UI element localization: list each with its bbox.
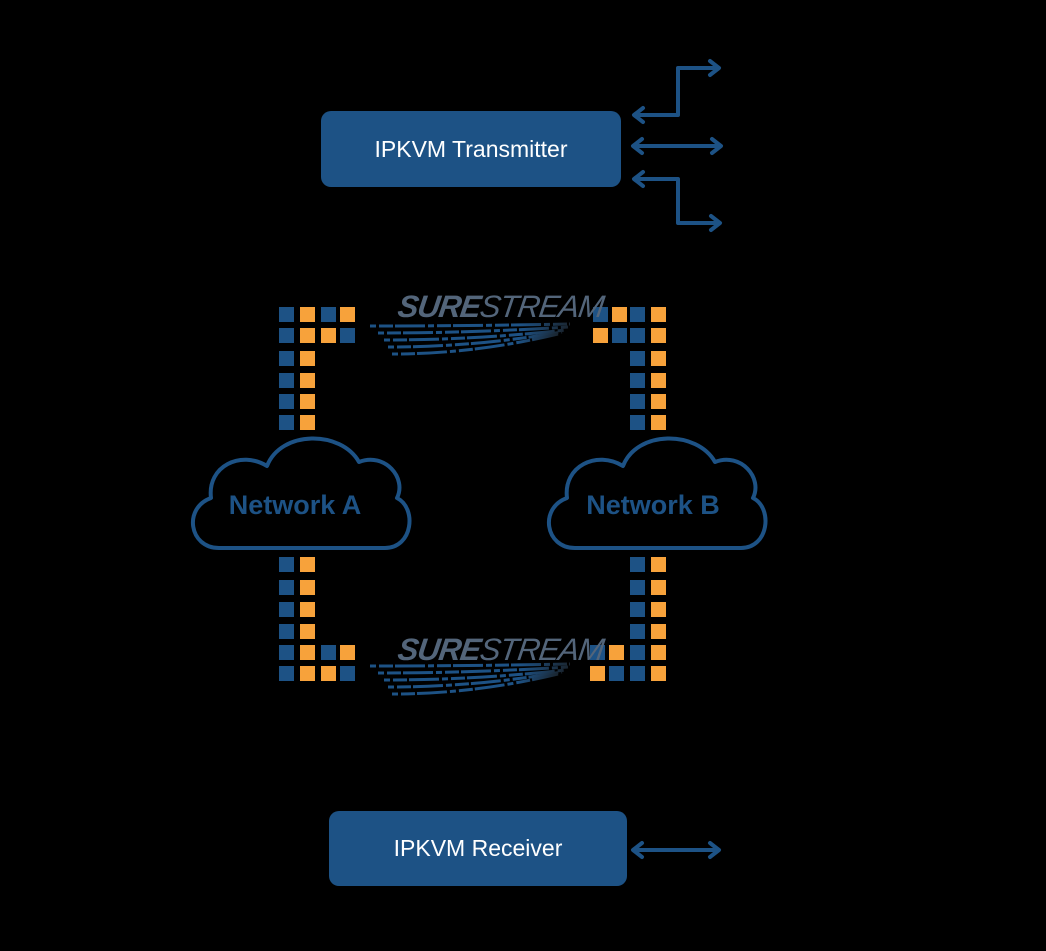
ipkvm-receiver-label: IPKVM Receiver (393, 835, 563, 861)
stream-streak (369, 322, 571, 328)
packet-block (612, 328, 627, 343)
stream-streak (387, 330, 563, 349)
packet-block (630, 394, 645, 409)
packet-block (279, 373, 294, 388)
packet-block (300, 373, 315, 388)
packet-block (630, 373, 645, 388)
packet-block (593, 328, 608, 343)
io-arrow-bottom-head-left (632, 170, 645, 188)
packet-block (651, 394, 666, 409)
cloud-network-a (190, 436, 412, 550)
io-arrow-bottom-head-right (709, 214, 722, 232)
stream-streak (391, 672, 559, 696)
stream-streak (377, 665, 569, 675)
packet-block (630, 645, 645, 660)
packet-block (279, 307, 294, 322)
packet-block (630, 557, 645, 572)
surestream-streaks-bottom (369, 662, 571, 696)
packet-block (590, 645, 605, 660)
packet-block (651, 666, 666, 681)
packet-block (630, 580, 645, 595)
packet-block (609, 666, 624, 681)
packet-block (651, 373, 666, 388)
packet-block (279, 624, 294, 639)
io-arrow-middle-head-left (631, 137, 644, 155)
cloud-network-b (546, 436, 768, 550)
packet-block (340, 307, 355, 322)
packet-block (630, 602, 645, 617)
packet-block (300, 351, 315, 366)
packet-block (321, 645, 336, 660)
packet-block (630, 351, 645, 366)
packet-block (300, 557, 315, 572)
packet-block (651, 307, 666, 322)
network-a-label: Network A (228, 490, 362, 520)
packet-block (279, 415, 294, 430)
surestream-logo-top: SURESTREAM (395, 289, 606, 324)
packet-block (300, 328, 315, 343)
packet-block (609, 645, 624, 660)
stream-streak (383, 668, 567, 682)
packet-block (630, 624, 645, 639)
io-arrow-top-head-right (708, 59, 721, 77)
packet-block (651, 557, 666, 572)
packet-block (300, 580, 315, 595)
packet-block (651, 580, 666, 595)
ipkvm-transmitter-label: IPKVM Transmitter (374, 135, 568, 162)
packet-block (590, 666, 605, 681)
packet-block (279, 394, 294, 409)
packet-block (279, 328, 294, 343)
packet-block (651, 351, 666, 366)
packet-block (630, 328, 645, 343)
packet-block (630, 415, 645, 430)
stream-streak (387, 670, 563, 689)
packet-block (593, 307, 608, 322)
packet-blocks (279, 307, 666, 681)
packet-block (279, 351, 294, 366)
stream-streak (377, 325, 569, 335)
packet-block (651, 415, 666, 430)
packet-block (300, 307, 315, 322)
packet-block (279, 580, 294, 595)
packet-block (321, 328, 336, 343)
packet-block (340, 645, 355, 660)
packet-block (279, 602, 294, 617)
ipkvm-transmitter-box: IPKVM Transmitter (321, 111, 621, 187)
packet-block (612, 307, 627, 322)
packet-block (630, 666, 645, 681)
packet-block (279, 645, 294, 660)
io-arrow-bottom (635, 177, 719, 225)
packet-block (279, 666, 294, 681)
packet-block (651, 645, 666, 660)
surestream-logo-bottom: SURESTREAM (395, 632, 606, 667)
packet-block (300, 415, 315, 430)
packet-block (321, 666, 336, 681)
ipkvm-receiver-box: IPKVM Receiver (329, 811, 627, 886)
packet-block (651, 624, 666, 639)
io-arrow-top (635, 66, 718, 117)
stream-streak (383, 328, 567, 342)
surestream-streaks-top (369, 322, 571, 356)
io-arrow-top-head-left (632, 106, 645, 124)
packet-block (651, 602, 666, 617)
io-arrow-middle-head-right (710, 137, 723, 155)
packet-block (340, 666, 355, 681)
receiver-io-arrow (631, 841, 721, 859)
packet-block (300, 666, 315, 681)
stream-streak (369, 662, 571, 668)
packet-block (300, 602, 315, 617)
packet-block (300, 394, 315, 409)
stream-streak (391, 332, 559, 356)
packet-block (651, 328, 666, 343)
packet-block (300, 645, 315, 660)
packet-block (630, 307, 645, 322)
packet-block (300, 624, 315, 639)
packet-block (279, 557, 294, 572)
transmitter-io-arrows (631, 59, 723, 232)
packet-block (321, 307, 336, 322)
packet-block (340, 328, 355, 343)
network-b-label: Network B (586, 490, 720, 520)
